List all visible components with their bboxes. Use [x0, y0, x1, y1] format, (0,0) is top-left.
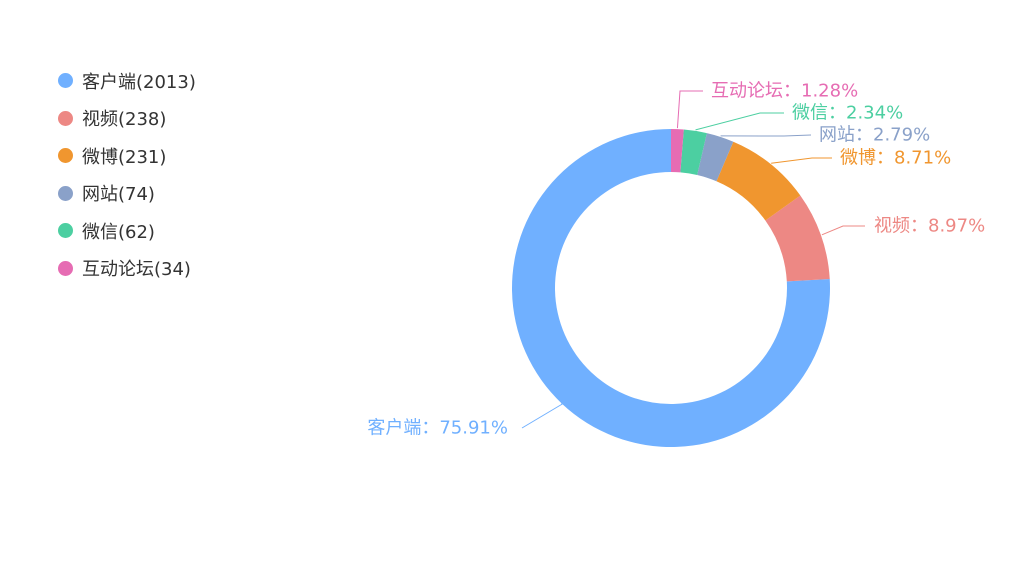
- legend-marker-wangzhan: [58, 185, 73, 201]
- leader-line-wangzhan: [720, 134, 812, 137]
- slice-label-weibo: 微博：8.71%: [840, 148, 951, 169]
- slice-label-kehuduan: 客户端：75.91%: [367, 418, 508, 439]
- slice-label-wangzhan: 网站：2.79%: [819, 125, 930, 146]
- slice-wangzhan[interactable]: [697, 133, 734, 182]
- slice-label-shipin: 视频：8.97%: [874, 216, 985, 237]
- legend-label-wangzhan: 网站(74): [82, 184, 155, 206]
- legend-label-kehuduan: 客户端(2013): [82, 71, 196, 93]
- legend-item-weixin[interactable]: 微信(62): [58, 212, 196, 250]
- legend: 客户端(2013) 视频(238) 微博(231) 网站(74) 微信(62) …: [58, 62, 196, 287]
- legend-label-weibo: 微博(231): [82, 146, 167, 168]
- slices-layer: [511, 129, 830, 447]
- legend-marker-weibo: [58, 148, 73, 164]
- legend-item-wangzhan[interactable]: 网站(74): [58, 175, 196, 213]
- slice-label-weixin: 微信：2.34%: [792, 103, 903, 124]
- legend-label-weixin: 微信(62): [82, 221, 155, 243]
- legend-label-hudongluntan: 互动论坛(34): [82, 259, 191, 281]
- leader-line-weibo: [771, 157, 832, 164]
- legend-item-hudongluntan[interactable]: 互动论坛(34): [58, 250, 196, 288]
- leader-line-kehuduan: [521, 402, 565, 429]
- legend-marker-weixin: [58, 223, 73, 239]
- slice-hudongluntan[interactable]: [671, 129, 684, 173]
- legend-marker-shipin: [58, 110, 73, 126]
- legend-item-weibo[interactable]: 微博(231): [58, 137, 196, 175]
- slice-label-hudongluntan: 互动论坛：1.28%: [711, 81, 858, 102]
- leader-line-shipin: [821, 225, 865, 236]
- slice-weibo[interactable]: [716, 141, 801, 221]
- leader-line-weixin: [695, 112, 784, 131]
- legend-item-kehuduan[interactable]: 客户端(2013): [58, 62, 196, 100]
- leader-line-hudongluntan: [676, 90, 703, 129]
- legend-marker-hudongluntan: [58, 260, 73, 276]
- legend-label-shipin: 视频(238): [82, 109, 167, 131]
- legend-marker-kehuduan: [58, 73, 73, 89]
- labels-layer: 客户端：75.91% 视频：8.97% 微博：8.71%网站：2.79%微信：2.3…: [367, 81, 985, 439]
- slice-shipin[interactable]: [765, 195, 830, 282]
- slice-weixin[interactable]: [680, 129, 707, 175]
- legend-item-shipin[interactable]: 视频(238): [58, 100, 196, 138]
